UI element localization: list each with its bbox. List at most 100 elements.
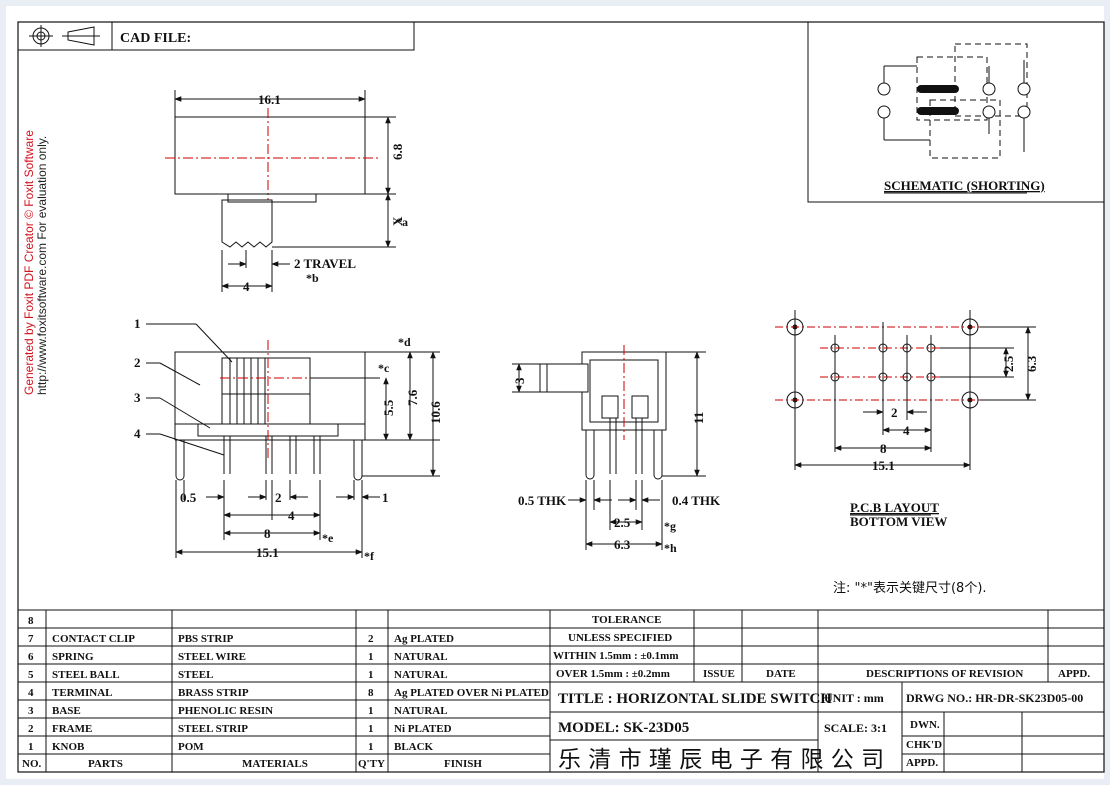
svg-text:1: 1 [368,741,374,753]
bom-row-8: 8 [28,615,34,627]
callout-4: 4 [134,426,141,441]
tolerance-block: TOLERANCE UNLESS SPECIFIED WITHIN 1.5mm … [553,614,679,680]
svg-text:FRAME: FRAME [52,723,92,735]
callout-1: 1 [134,316,141,331]
projection-symbol-icon [29,25,100,47]
top-view [165,90,396,292]
mark-d: *d [398,335,411,349]
pcb-caption-1: P.C.B LAYOUT [850,500,939,515]
side-dim-6-3: 6.3 [614,537,631,552]
dim-5-5: 5.5 [381,399,396,416]
svg-text:STEEL WIRE: STEEL WIRE [178,651,246,663]
svg-text:CONTACT CLIP: CONTACT CLIP [52,633,135,645]
mark-b: *b [306,271,319,285]
dim-x: X [390,216,405,226]
bom-row-2: 2 FRAME STEEL STRIP 1 Ni PLATED [28,723,452,735]
schematic: SCHEMATIC (SHORTING) [807,21,1105,203]
svg-text:ISSUE: ISSUE [703,668,735,680]
svg-text:BASE: BASE [52,705,81,717]
svg-text:PARTS: PARTS [88,758,123,770]
dim-10-6: 10.6 [428,401,443,424]
tolerance-over: OVER 1.5mm : ±0.2mm [556,668,670,680]
pcb-dim-6-3: 6.3 [1024,355,1039,372]
dim-1: 1 [382,490,389,505]
svg-text:APPD.: APPD. [1058,668,1090,680]
bom-row-6: 6 SPRING STEEL WIRE 1 NATURAL [28,651,448,663]
bom-row-1: 1 KNOB POM 1 BLACK [28,741,434,753]
svg-text:BRASS STRIP: BRASS STRIP [178,687,249,699]
mark-h: *h [664,541,677,555]
svg-text:1: 1 [368,651,374,663]
dim-15-1: 15.1 [256,545,279,560]
dim-length: 16.1 [258,92,281,107]
cad-file-label: CAD FILE: [120,31,191,46]
svg-text:KNOB: KNOB [52,741,85,753]
side-dim-11: 11 [691,412,706,424]
tolerance-sub: UNLESS SPECIFIED [568,632,672,644]
svg-text:1: 1 [28,741,34,753]
schematic-caption: SCHEMATIC (SHORTING) [884,178,1045,193]
pcb-dim-2-5: 2.5 [1001,355,1016,372]
svg-text:Ni PLATED: Ni PLATED [394,723,452,735]
drawing-unit: UNIT : mm [824,691,884,705]
approved-by-label: APPD. [906,757,938,769]
pcb-dim-4: 4 [903,423,910,438]
bom-table [18,609,1104,772]
svg-text:2: 2 [368,633,374,645]
svg-text:NATURAL: NATURAL [394,705,448,717]
bom-row-7: 7 CONTACT CLIP PBS STRIP 2 Ag PLATED [28,633,454,645]
svg-text:POM: POM [178,741,204,753]
drawing-scale: SCALE: 3:1 [824,721,887,735]
company-name: 乐 清 市 瑾 辰 电 子 有 限 公 司 [558,747,884,773]
svg-text:NATURAL: NATURAL [394,651,448,663]
bom-row-3: 3 BASE PHENOLIC RESIN 1 NATURAL [28,705,448,717]
tolerance-title: TOLERANCE [592,614,661,626]
side-dim-2-5: 2.5 [614,515,631,530]
bom-header: NO. PARTS MATERIALS Q'TY FINISH [22,758,482,770]
svg-text:6: 6 [28,651,34,663]
pcb-caption-2: BOTTOM VIEW [850,514,947,529]
drawn-by-label: DWN. [910,719,940,731]
svg-text:STEEL: STEEL [178,669,213,681]
svg-text:PBS STRIP: PBS STRIP [178,633,234,645]
side-dim-3: 3 [512,377,527,384]
svg-text:4: 4 [28,687,34,699]
dim-knob: 4 [243,279,250,294]
svg-text:SPRING: SPRING [52,651,94,663]
svg-text:DATE: DATE [766,668,796,680]
side-view [512,345,706,550]
svg-text:1: 1 [368,705,374,717]
dim-8: 8 [264,526,271,541]
dim-height: 6.8 [390,143,405,160]
svg-text:Q'TY: Q'TY [358,758,385,770]
thk-left: 0.5 THK [518,493,567,508]
bom-rows: 8 7 CONTACT CLIP PBS STRIP 2 Ag PLATED 6… [22,615,549,770]
pcb-layout [775,310,1036,470]
svg-text:DESCRIPTIONS OF REVISION: DESCRIPTIONS OF REVISION [866,668,1023,680]
drawing-title: TITLE : HORIZONTAL SLIDE SWITCH [558,691,832,707]
svg-text:3: 3 [28,705,34,717]
mark-e: *e [322,531,334,545]
drawing-model: MODEL: SK-23D05 [558,720,689,736]
svg-text:TERMINAL: TERMINAL [52,687,113,699]
pcb-dim-2: 2 [891,405,898,420]
svg-text:8: 8 [368,687,374,699]
svg-text:1: 1 [368,723,374,735]
front-view [146,323,440,558]
checked-by-label: CHK'D [906,739,942,751]
bom-row-5: 5 STEEL BALL STEEL 1 NATURAL [28,669,448,681]
cad-file-block: CAD FILE: [17,21,415,51]
watermark: Generated by Foxit PDF Creator © Foxit S… [22,130,49,395]
svg-text:PHENOLIC RESIN: PHENOLIC RESIN [178,705,273,717]
svg-text:NATURAL: NATURAL [394,669,448,681]
key-dimension-note: 注: "*"表示关键尺寸(8个). [833,581,987,596]
dim-travel: 2 TRAVEL [294,256,356,271]
tolerance-within: WITHIN 1.5mm : ±0.1mm [553,650,679,662]
svg-text:7: 7 [28,633,34,645]
svg-text:Ag PLATED: Ag PLATED [394,633,454,645]
svg-text:STEEL BALL: STEEL BALL [52,669,120,681]
svg-text:FINISH: FINISH [444,758,482,770]
drawing-info: TITLE : HORIZONTAL SLIDE SWITCH UNIT : m… [558,691,1083,773]
mark-c: *c [378,361,390,375]
